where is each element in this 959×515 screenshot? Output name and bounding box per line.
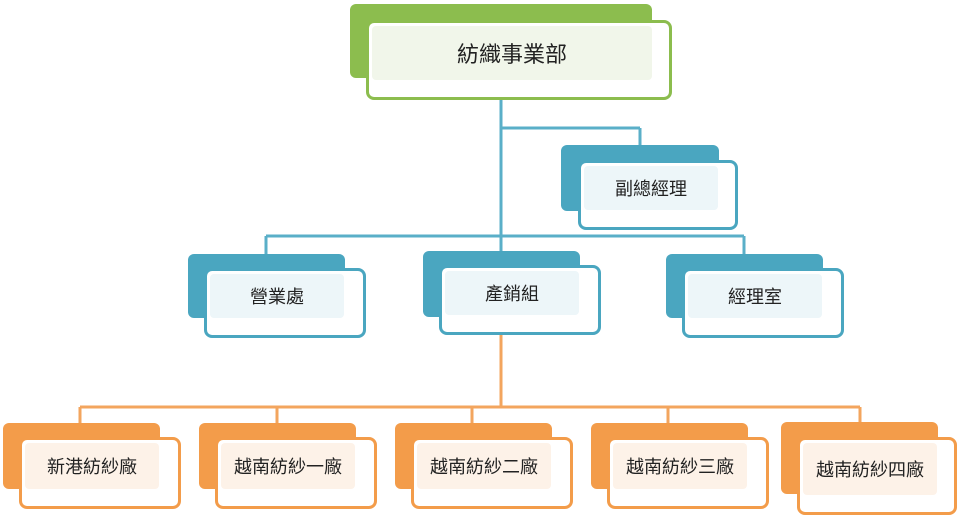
root-node-label: 紡織事業部 xyxy=(372,26,652,80)
level2-label: 新港紡紗廠 xyxy=(25,443,159,489)
level2-label: 越南紡紗四廠 xyxy=(803,443,937,495)
level2-label: 越南紡紗二廠 xyxy=(417,443,551,489)
level1-label: 經理室 xyxy=(688,274,822,318)
blue-connectors xyxy=(264,97,746,256)
level2-label: 越南紡紗三廠 xyxy=(613,443,747,489)
orange-connectors xyxy=(78,332,862,425)
level1-label: 產銷組 xyxy=(445,271,579,315)
level1-label: 營業處 xyxy=(210,274,344,318)
level2-label: 越南紡紗一廠 xyxy=(221,443,355,489)
deputy-node-label: 副總經理 xyxy=(584,166,718,210)
